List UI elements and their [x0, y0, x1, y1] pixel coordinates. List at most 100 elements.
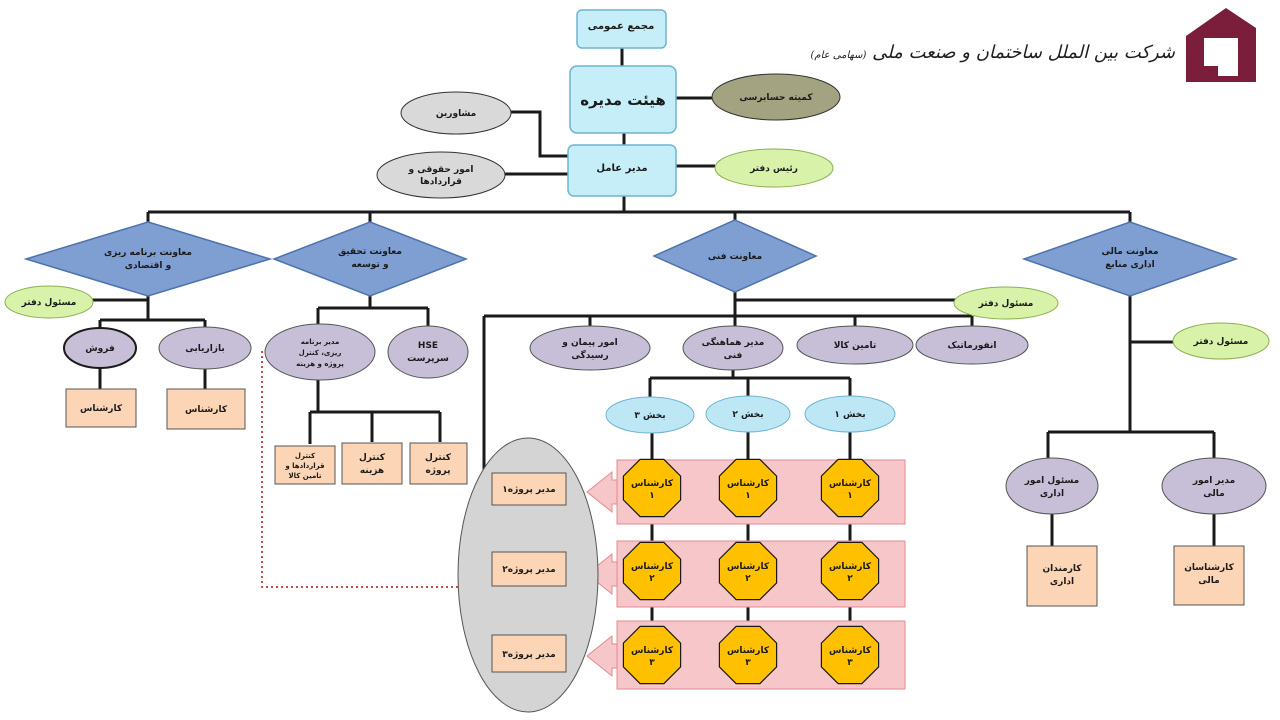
- project-manager-2-node: مدیر پروژه۲: [491, 551, 567, 587]
- expert-label: کارشناس: [829, 646, 872, 656]
- finance-staff-label-1: کارشناسان: [1184, 563, 1234, 573]
- finance-staff-label-2: مالی: [1198, 576, 1219, 586]
- office-head-label: رئیس دفتر: [749, 164, 798, 174]
- expert-label: ۲: [847, 574, 853, 584]
- expert-octagon: کارشناس ۲: [718, 541, 778, 601]
- ctrl-project-label-1: کنترل: [425, 453, 452, 463]
- company-name: شرکت بین الملل ساختمان و صنعت ملی (سهامی…: [811, 42, 1175, 63]
- expert-label: کارشناس: [631, 479, 674, 489]
- office-resp-fin-node: مسئول دفتر: [1172, 322, 1270, 360]
- marketing-label: بازاریابی: [185, 344, 224, 354]
- expert-label: کارشناس: [631, 562, 674, 572]
- expert-label: ۱: [847, 491, 853, 501]
- sales-label: فروش: [85, 344, 115, 354]
- expert-octagon: کارشناس ۳: [820, 625, 880, 685]
- expert-octagon: کارشناس ۲: [622, 541, 682, 601]
- coord-manager-label-2: فنی: [724, 351, 743, 361]
- coord-manager-node: مدیر هماهنگی فنی: [682, 325, 784, 371]
- finance-manager-node: مدیر امور مالی: [1161, 457, 1267, 515]
- expert-label: ۱: [745, 491, 751, 501]
- octagon-shape: [718, 458, 778, 518]
- program-manager-label-3: پروژه و هزینه: [296, 360, 344, 368]
- octagon-shape: [718, 625, 778, 685]
- expert-sales-label: کارشناس: [80, 404, 123, 414]
- expert-label: ۳: [847, 658, 853, 668]
- vp-research-label-1: معاونت تحقیق: [338, 247, 402, 257]
- it-node: انفورماتیک: [915, 325, 1029, 365]
- office-head-node: رئیس دفتر: [714, 148, 834, 188]
- advisors-node: مشاورین: [400, 91, 512, 135]
- legal-node: امور حقوقی و قراردادها: [376, 151, 506, 199]
- hse-node: HSE سرپرست: [387, 325, 469, 379]
- expert-label: ۲: [745, 574, 751, 584]
- expert-marketing-node: کارشناس: [166, 388, 246, 430]
- expert-label: کارشناس: [631, 646, 674, 656]
- expert-label: کارشناس: [727, 646, 770, 656]
- project-manager-1-node: مدیر پروژه۱: [491, 472, 567, 506]
- office-resp-left-node: مسئول دفتر: [4, 285, 94, 319]
- arrow-left-icon: [586, 634, 618, 678]
- company-suffix: (سهامی عام): [810, 50, 867, 61]
- legal-label-2: قراردادها: [420, 177, 462, 187]
- expert-label: ۳: [745, 658, 751, 668]
- admin-manager-label-1: مسئول امور: [1024, 476, 1079, 486]
- section-1-label: بخش ۱: [834, 410, 865, 420]
- finance-manager-label-1: مدیر امور: [1192, 476, 1235, 486]
- audit-committee-label: کمیته حسابرسی: [739, 93, 813, 103]
- ceo-node: مدیر عامل: [567, 144, 677, 197]
- ctrl-contract-label-3: تامین کالا: [288, 472, 321, 480]
- expert-octagon: کارشناس ۱: [820, 458, 880, 518]
- vp-finance-node: معاونت مالی اداری منابع: [1021, 221, 1239, 297]
- expert-octagon: کارشناس ۱: [622, 458, 682, 518]
- project-manager-1-label: مدیر پروژه۱: [502, 485, 555, 495]
- vp-planning-label-1: معاونت برنامه ریزی: [104, 248, 192, 258]
- ctrl-project-label-2: پروژه: [425, 466, 450, 476]
- finance-staff-node: کارشناسان مالی: [1173, 545, 1245, 606]
- vp-finance-label-2: اداری منابع: [1105, 260, 1155, 270]
- contracts-acceptance-label-2: رسیدگی: [571, 349, 608, 361]
- supply-node: تامین کالا: [796, 325, 914, 365]
- contracts-acceptance-label-1: امور پیمان و: [561, 338, 618, 348]
- board-node: هیئت مدیره: [569, 65, 677, 134]
- expert-label: ۱: [649, 491, 655, 501]
- hse-label-2: سرپرست: [407, 354, 449, 364]
- advisors-label: مشاورین: [436, 109, 476, 119]
- octagon-shape: [622, 458, 682, 518]
- company-logo: شرکت بین الملل ساختمان و صنعت ملی (سهامی…: [811, 4, 1270, 86]
- expert-octagon: کارشناس ۳: [622, 625, 682, 685]
- general-assembly-node: مجمع عمومی: [576, 9, 667, 49]
- vp-technical-label: معاونت فنی: [708, 252, 762, 262]
- section-2-label: بخش ۲: [732, 410, 763, 420]
- sales-node: فروش: [63, 327, 137, 369]
- section-1-node: بخش ۱: [804, 395, 896, 433]
- expert-marketing-label: کارشناس: [185, 405, 228, 415]
- vp-research-node: معاونت تحقیق و توسعه: [271, 221, 469, 297]
- expert-label: کارشناس: [829, 479, 872, 489]
- vp-planning-node: معاونت برنامه ریزی و اقتصادی: [23, 221, 273, 297]
- office-resp-fin-label: مسئول دفتر: [1193, 337, 1249, 347]
- expert-label: ۲: [649, 574, 655, 584]
- general-assembly-label: مجمع عمومی: [588, 21, 655, 32]
- vp-finance-label-1: معاونت مالی: [1101, 247, 1158, 257]
- expert-sales-node: کارشناس: [65, 388, 137, 428]
- octagon-shape: [820, 625, 880, 685]
- legal-label-1: امور حقوقی و: [408, 165, 474, 175]
- octagon-shape: [820, 458, 880, 518]
- section-2-node: بخش ۲: [705, 395, 791, 433]
- ctrl-contract-label-2: قراردادها و: [284, 462, 325, 470]
- octagon-shape: [622, 541, 682, 601]
- octagon-shape: [718, 541, 778, 601]
- section-3-label: بخش ۳: [634, 411, 665, 421]
- supply-label: تامین کالا: [834, 341, 877, 351]
- program-manager-label-2: ریزی، کنترل: [299, 349, 342, 357]
- vp-technical-node: معاونت فنی: [652, 219, 818, 293]
- expert-label: کارشناس: [727, 562, 770, 572]
- ctrl-cost-label-2: هزینه: [360, 466, 384, 476]
- expert-label: ۳: [649, 658, 655, 668]
- contracts-acceptance-node: امور پیمان و رسیدگی: [529, 325, 651, 371]
- project-manager-3-node: مدیر پروژه۳: [491, 634, 567, 673]
- dotted-link: [261, 351, 462, 588]
- office-resp-left-label: مسئول دفتر: [21, 298, 77, 308]
